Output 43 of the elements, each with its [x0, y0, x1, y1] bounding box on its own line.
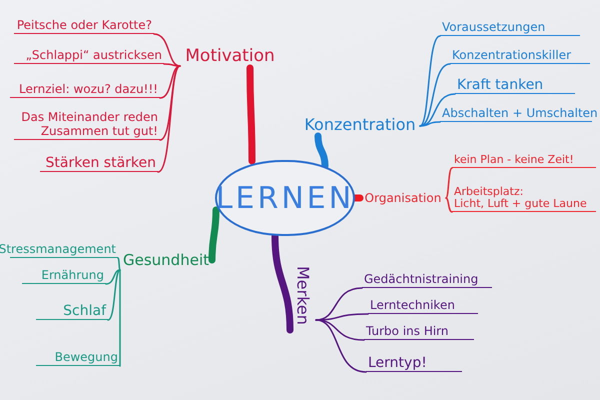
branch-line: [163, 63, 181, 67]
branch-label: Motivation: [180, 44, 280, 68]
subtopic-text: Lernziel: wozu? dazu!!!: [18, 83, 159, 97]
subtopic-text: Arbeitsplatz:: [453, 186, 524, 198]
subtopic-text: Voraussetzungen: [441, 21, 546, 35]
subtopic-text: „Schlappi“ austricksen: [24, 49, 163, 63]
subtopic-text: Schlaf: [62, 302, 108, 319]
branch-line: [117, 257, 121, 271]
subtopic-text: Stärken stärken: [44, 154, 157, 171]
branch-line: [107, 269, 121, 321]
branch-label: Konzentration: [300, 112, 420, 136]
branch-label: Merken: [290, 254, 316, 336]
branch-line: [159, 65, 181, 99]
subtopic-text: Lerntyp!: [367, 354, 428, 371]
subtopic-text: kein Plan - keine Zeit!: [453, 154, 575, 167]
branch-line: [315, 313, 369, 321]
subtopic-text: Turbo ins Hirn: [365, 325, 450, 339]
branch-line: [119, 269, 121, 367]
subtopic-text: Licht, Luft + gute Laune: [453, 198, 588, 211]
branch-line: [105, 269, 121, 285]
subtopic-text: Peitsche oder Karotte?: [16, 19, 153, 33]
subtopic-text: Abschalten + Umschalten: [441, 107, 599, 121]
branch-line: [419, 63, 451, 127]
branch-label: Organisation: [360, 187, 446, 209]
branch-label: Gesundheit: [120, 248, 212, 272]
subtopic-text: Konzentrationskiller: [451, 49, 572, 63]
subtopic-text: Zusammen tut gut!: [40, 125, 159, 139]
subtopic-text: Das Miteinander reden: [20, 111, 159, 126]
branch-line: [157, 65, 181, 173]
branch-line: [445, 167, 453, 199]
branch-line: [315, 319, 367, 373]
branch-line: [419, 121, 441, 127]
branch-line: [445, 197, 453, 213]
main-branch-line: [314, 132, 328, 170]
branch-line: [419, 35, 441, 127]
subtopic-text: Gedächtnistraining: [363, 273, 480, 287]
subtopic-text: Lerntechniken: [369, 299, 456, 313]
subtopic-text: Kraft tanken: [456, 76, 544, 93]
main-branch-line: [208, 206, 220, 264]
main-branch-line: [246, 64, 256, 164]
subtopic-text: Bewegung: [54, 351, 119, 365]
topic-text: LERNEN: [216, 180, 354, 216]
subtopic-text: Ernährung: [40, 269, 105, 283]
